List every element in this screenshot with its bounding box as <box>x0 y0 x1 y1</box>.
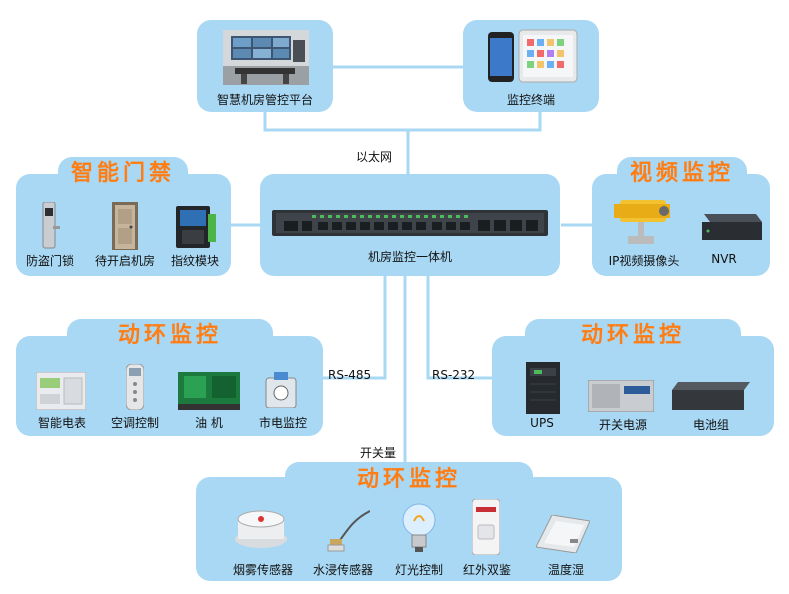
center-device-label: 机房监控一体机 <box>367 250 452 264</box>
access-title: 智能门禁 <box>58 157 188 191</box>
env-right-title: 动环监控 <box>525 319 741 353</box>
nvr-icon <box>702 214 762 240</box>
env-bottom-item-0: 烟雾传感器 <box>232 563 293 577</box>
ethernet-label: 以太网 <box>356 150 393 164</box>
video-panel: IP视频摄像头 NVR <box>592 174 770 276</box>
monitoring-host-icon <box>272 210 548 236</box>
generator-icon <box>178 372 240 410</box>
phone-tablet-icon <box>488 29 578 83</box>
dual-sensor-icon <box>472 499 500 555</box>
ip-camera-icon <box>614 200 670 244</box>
rs485-label: RS-485 <box>328 368 372 382</box>
platform-panel: 智慧机房管控平台 <box>197 20 333 112</box>
line-rs232 <box>426 276 492 380</box>
smoke-detector-icon <box>235 510 287 548</box>
fingerprint-module-icon <box>176 206 216 248</box>
control-room-icon <box>223 30 309 85</box>
terminal-panel: 监控终端 <box>463 20 599 112</box>
ups-icon <box>526 362 560 414</box>
light-bulb-icon <box>402 503 436 552</box>
access-panel: 防盗门锁 待开启机房 指纹模块 <box>16 174 231 276</box>
video-item-1: NVR <box>711 252 737 266</box>
temp-humidity-icon <box>536 515 590 553</box>
platform-label: 智慧机房管控平台 <box>216 93 313 107</box>
battery-pack-icon <box>672 382 750 410</box>
env-right-item-1: 开关电源 <box>598 418 647 432</box>
env-left-title: 动环监控 <box>67 319 273 353</box>
door-lock-icon <box>42 202 60 249</box>
env-left-item-2: 油 机 <box>195 416 223 430</box>
env-bottom-item-4: 温度湿 <box>547 563 584 577</box>
env-left-item-1: 空调控制 <box>110 416 159 430</box>
access-item-0: 防盗门锁 <box>25 254 74 268</box>
switch-label: 开关量 <box>360 446 397 460</box>
env-right-item-0: UPS <box>530 416 554 430</box>
mains-monitor-icon <box>265 372 297 408</box>
remote-control-icon <box>126 364 144 410</box>
env-bottom-item-2: 灯光控制 <box>394 563 443 577</box>
terminal-label: 监控终端 <box>506 93 555 107</box>
line-rs485 <box>323 276 387 380</box>
access-item-2: 指纹模块 <box>170 254 219 268</box>
rs232-label: RS-232 <box>432 368 476 382</box>
access-item-1: 待开启机房 <box>94 254 155 268</box>
power-supply-icon <box>588 380 654 412</box>
env-left-item-0: 智能电表 <box>37 416 86 430</box>
env-right-item-2: 电池组 <box>692 418 729 432</box>
center-device-panel: 机房监控一体机 <box>260 174 560 276</box>
env-left-item-3: 市电监控 <box>258 416 307 430</box>
water-sensor-icon <box>327 510 370 552</box>
env-bottom-title: 动环监控 <box>285 462 533 498</box>
line-platform-down <box>263 112 542 132</box>
env-bottom-item-1: 水浸传感器 <box>312 563 373 577</box>
env-bottom-item-3: 红外双鉴 <box>462 563 511 577</box>
video-title: 视频监控 <box>617 157 747 191</box>
smart-meter-icon <box>36 372 86 410</box>
video-item-0: IP视频摄像头 <box>608 254 680 268</box>
door-icon <box>112 202 138 250</box>
